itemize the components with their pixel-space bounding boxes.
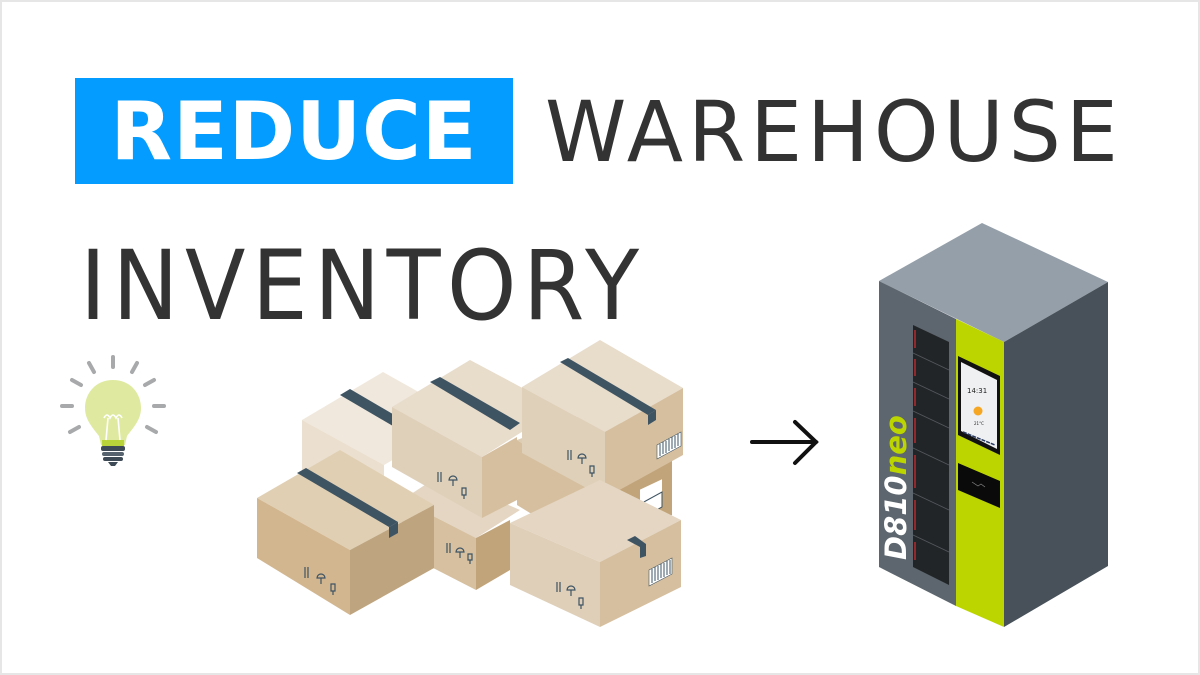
headline-word-warehouse: WAREHOUSE: [545, 83, 1123, 181]
headline-highlight-word: REDUCE: [110, 84, 478, 178]
headline-word-inventory: INVENTORY: [80, 230, 646, 342]
headline-highlight-box: REDUCE: [75, 78, 513, 184]
